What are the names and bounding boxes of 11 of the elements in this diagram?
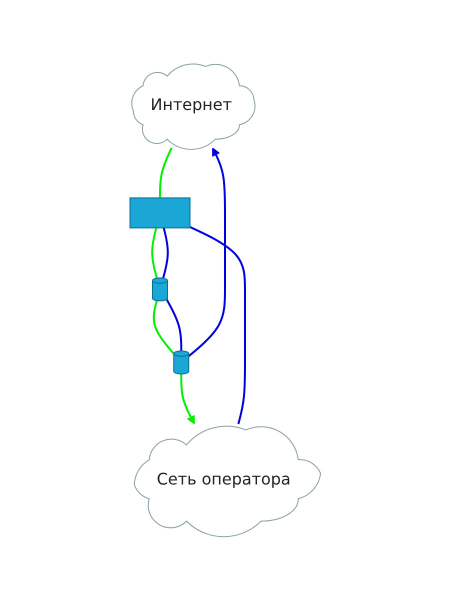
arrow <box>180 374 196 424</box>
connector <box>162 227 170 278</box>
connector <box>152 300 175 354</box>
node-cylinder <box>173 350 190 374</box>
arrow <box>188 147 226 357</box>
node-cylinder <box>152 277 168 302</box>
connector <box>190 226 246 424</box>
connector <box>166 298 182 351</box>
connector <box>151 227 158 278</box>
node-box <box>130 197 191 228</box>
connector <box>159 147 173 198</box>
